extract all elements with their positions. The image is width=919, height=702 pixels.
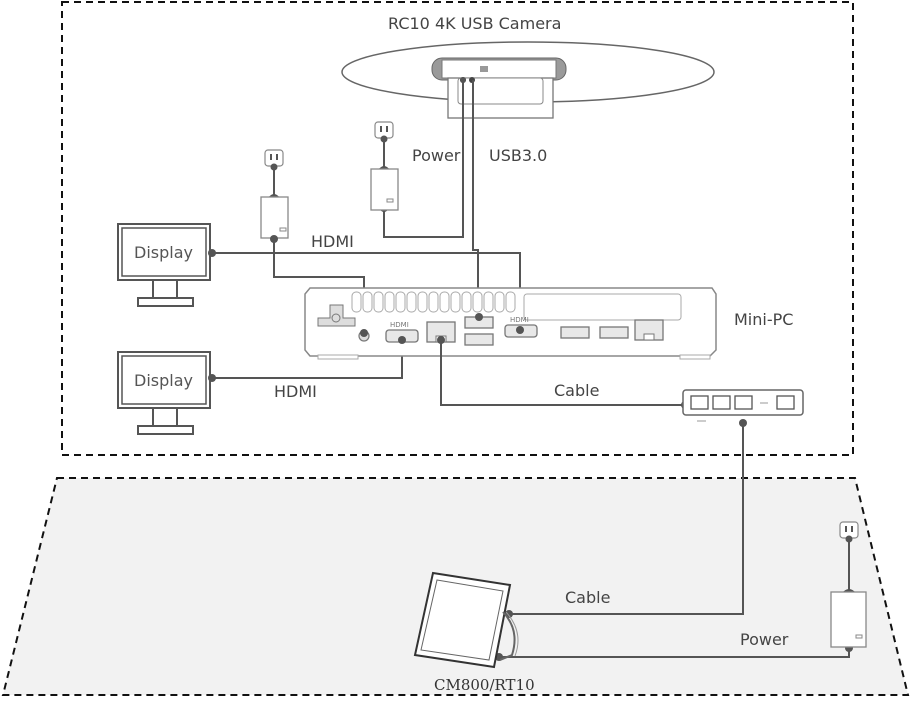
display-2[interactable]: Display — [117, 351, 211, 435]
power-adapter-panel — [830, 521, 867, 648]
power-adapter-display — [260, 149, 289, 239]
power-label-camera: Power — [412, 146, 461, 165]
display-1-label: Display — [134, 243, 193, 262]
hdmi-label-1: HDMI — [311, 232, 354, 251]
touch-panel-label: CM800/RT10 — [434, 676, 535, 694]
camera-title: RC10 4K USB Camera — [388, 14, 561, 33]
power-adapter-camera — [370, 121, 399, 211]
usb-camera-icon[interactable] — [341, 41, 715, 119]
touch-panel-icon[interactable] — [413, 571, 519, 669]
network-switch-icon[interactable] — [682, 389, 804, 422]
hdmi-label-2: HDMI — [274, 382, 317, 401]
power-label-panel: Power — [740, 630, 789, 649]
display-1[interactable]: Display — [117, 223, 211, 307]
display-2-label: Display — [134, 371, 193, 390]
cable-label-1: Cable — [554, 381, 599, 400]
hdmi-port-label-2: HDMI — [510, 316, 529, 324]
room-equipment-zone — [61, 1, 854, 456]
hdmi-port-label-1: HDMI — [390, 321, 409, 329]
cable-label-2: Cable — [565, 588, 610, 607]
mini-pc-icon[interactable]: HDMI HDMI — [304, 287, 717, 360]
usb-label: USB3.0 — [489, 146, 547, 165]
mini-pc-label: Mini-PC — [734, 310, 793, 329]
